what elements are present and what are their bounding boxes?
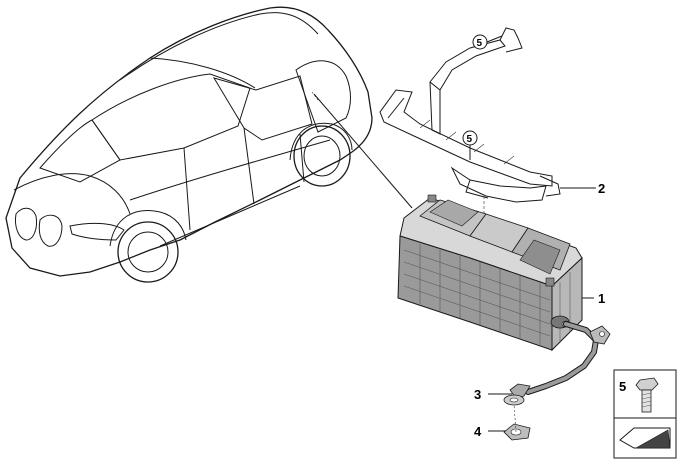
bolt-icon [635,377,659,413]
callout-5-mid-label: 5 [467,134,473,145]
ground-terminal [503,394,531,441]
callout-4-label: 4 [474,424,482,439]
callout-3-label: 3 [474,387,481,402]
callout-2-label: 2 [598,181,605,196]
callout-5-top-label: 5 [477,38,483,49]
battery [397,194,583,352]
callout-5-mid: 5 [462,130,478,160]
callout-5-top: 5 [472,34,503,50]
callout-1: 1 [582,291,605,306]
battery-bracket [379,27,561,203]
ground-cable [509,321,611,399]
legend-box: 5 [613,369,677,459]
callout-1-label: 1 [598,291,605,306]
location-leader-line [313,93,413,209]
vehicle-outline [5,6,373,283]
arrow-icon [619,427,671,449]
callout-2: 2 [560,181,605,196]
callout-3: 3 [474,387,512,402]
callout-4: 4 [474,424,506,439]
legend-bolt-label: 5 [619,379,626,394]
